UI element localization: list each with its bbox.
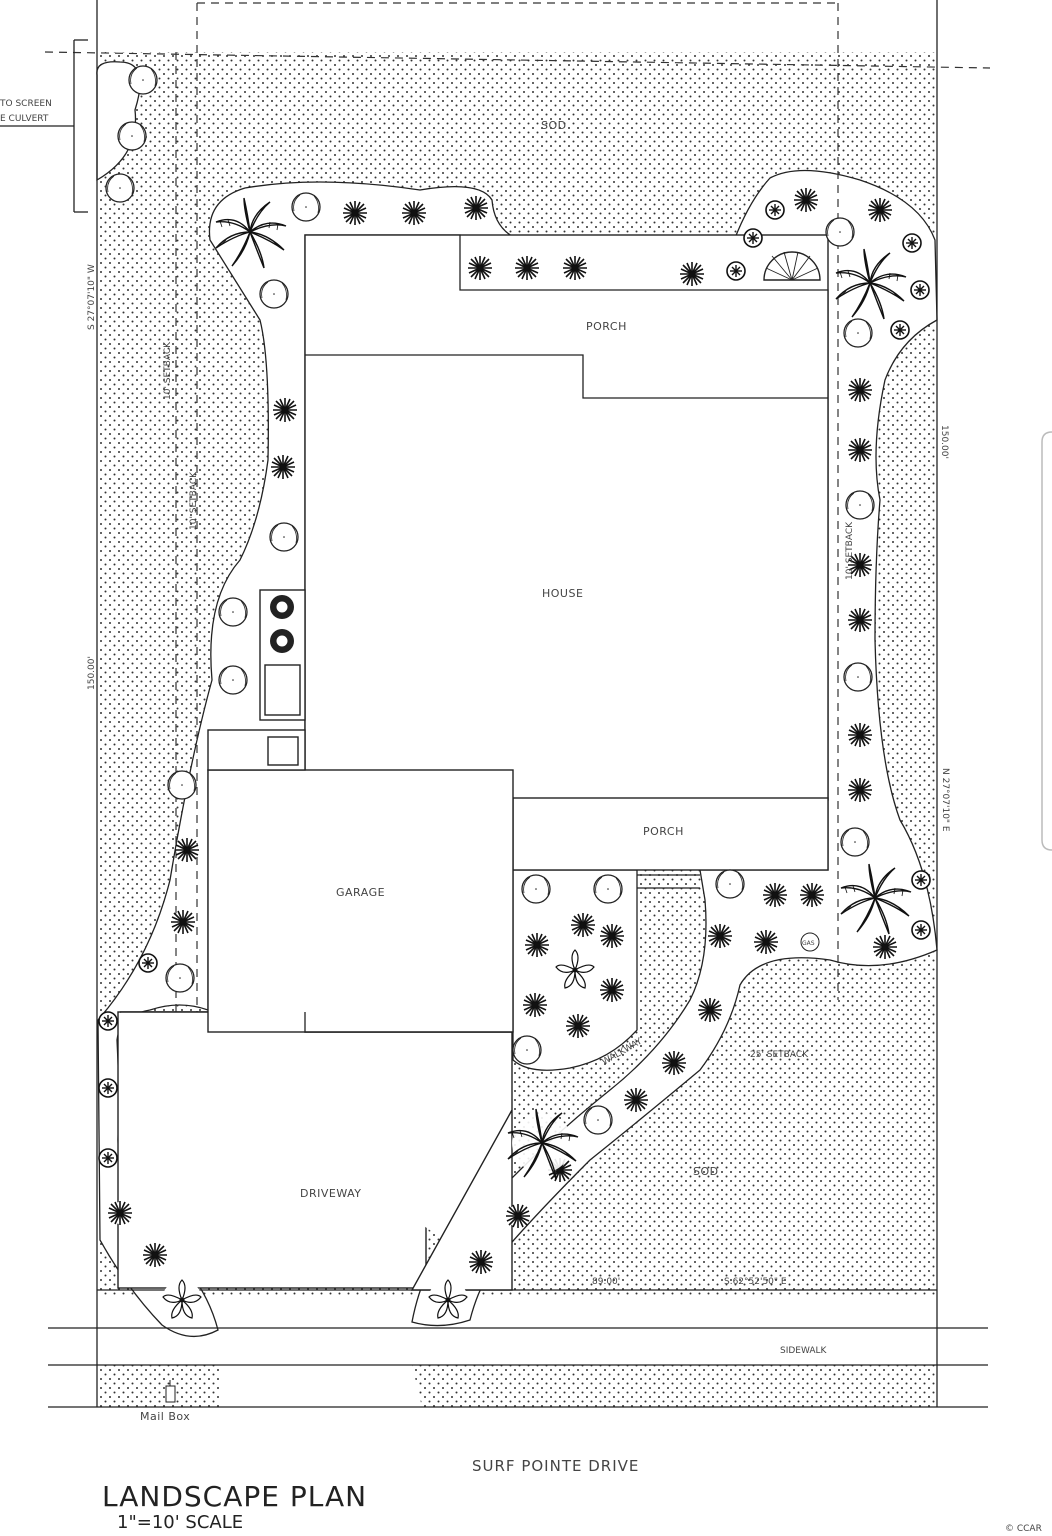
house-footprint — [304, 234, 829, 801]
front-dimension-label: 89.00' — [592, 1277, 620, 1287]
sod-bottom-label: SOD — [693, 1165, 719, 1178]
right-bearing-label: N 27°07'10" E — [940, 768, 950, 832]
porch-bottom — [512, 797, 829, 871]
street-name-label: SURF POINTE DRIVE — [472, 1457, 639, 1475]
gas-meter-icon — [800, 932, 820, 952]
plan-title: LANDSCAPE PLAN — [102, 1480, 367, 1513]
scroll-edge — [1041, 431, 1052, 851]
left-dimension-label: 150.00' — [87, 656, 97, 690]
garage-label: GARAGE — [336, 886, 385, 899]
left-bearing-label: S 27°07'10" W — [87, 264, 97, 330]
front-setback-label: 25' SETBACK — [750, 1050, 809, 1060]
plan-scale: 1"=10' SCALE — [117, 1512, 243, 1533]
garage-footprint — [207, 769, 514, 1033]
spiral-stair-icon — [763, 251, 821, 281]
ac-unit-icon — [270, 595, 294, 653]
front-bearing-label: S.62°52'50" E — [724, 1277, 787, 1287]
watermark: © CCAR — [1005, 1524, 1042, 1534]
mailbox-icon — [165, 1380, 176, 1403]
mailbox-label: Mail Box — [140, 1410, 190, 1423]
house-label: HOUSE — [542, 587, 583, 600]
structures — [117, 234, 829, 1291]
left-setback-label: 10' SETBACK — [163, 341, 173, 400]
right-dimension-label: 150.00' — [939, 425, 949, 459]
plants — [98, 65, 931, 1403]
right-setback-label: 10' SETBACK — [845, 521, 855, 580]
sod-top-label: SOD — [541, 119, 567, 132]
left-setback-label-lower: 10' SETBACK — [189, 471, 199, 530]
driveway-label: DRIVEWAY — [300, 1187, 362, 1200]
property-lines — [0, 0, 991, 1408]
note-screen-line2: E CULVERT — [0, 114, 49, 124]
note-screen-line1: TO SCREEN — [0, 99, 52, 109]
porch-top-label: PORCH — [586, 320, 627, 333]
sidewalk-label: SIDEWALK — [780, 1346, 828, 1356]
gas-label: GAS — [802, 940, 815, 947]
porch-bottom-label: PORCH — [643, 825, 684, 838]
plan-labels: SOD PORCH HOUSE PORCH GARAGE WALKWAY 25'… — [0, 99, 1042, 1534]
